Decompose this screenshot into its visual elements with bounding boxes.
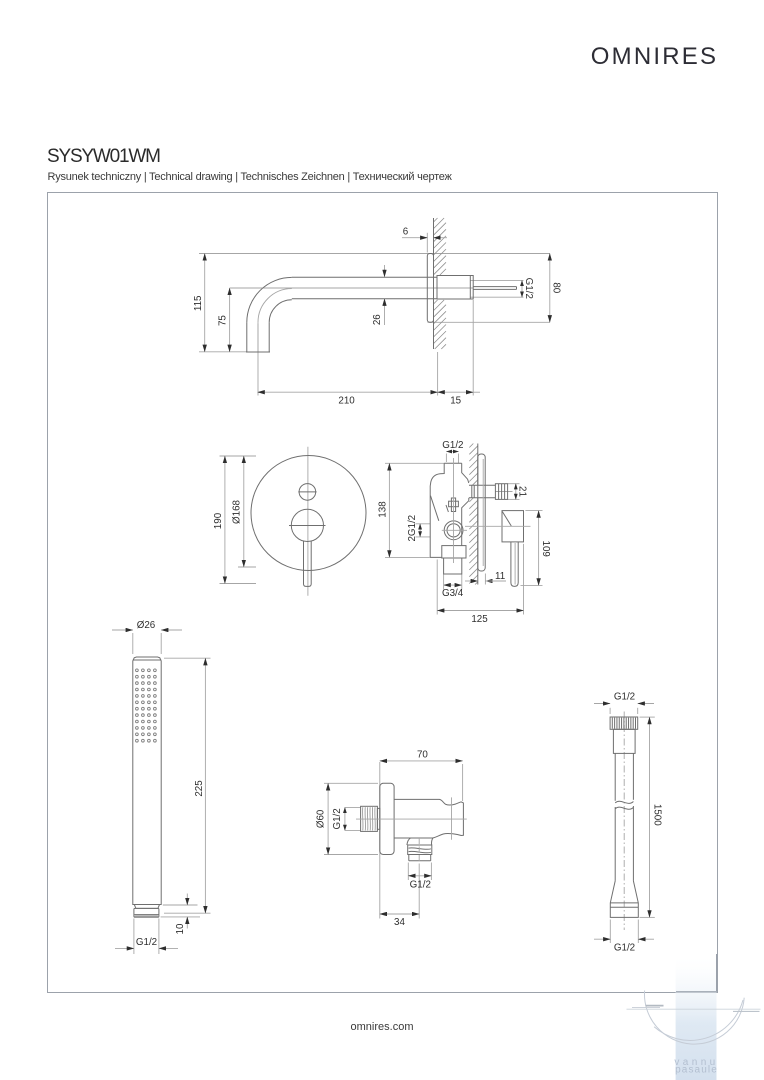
svg-text:G1/2: G1/2	[410, 879, 431, 890]
svg-text:26: 26	[372, 314, 383, 325]
svg-text:G1/2: G1/2	[614, 942, 635, 953]
svg-text:10: 10	[175, 923, 186, 934]
svg-text:34: 34	[394, 917, 405, 928]
svg-text:75: 75	[217, 315, 228, 326]
svg-text:G1/2: G1/2	[332, 808, 343, 829]
svg-text:6: 6	[403, 226, 409, 237]
svg-text:109: 109	[540, 541, 551, 557]
svg-text:190: 190	[213, 512, 224, 529]
svg-text:vannu: vannu	[674, 1057, 718, 1068]
svg-text:225: 225	[194, 780, 205, 797]
svg-text:125: 125	[471, 614, 488, 625]
svg-text:115: 115	[193, 295, 204, 311]
svg-text:138: 138	[377, 501, 388, 518]
svg-text:210: 210	[338, 395, 355, 406]
svg-text:2G1/2: 2G1/2	[407, 515, 418, 542]
svg-text:Ø26: Ø26	[137, 620, 156, 631]
svg-text:80: 80	[550, 282, 561, 293]
svg-text:Ø168: Ø168	[232, 499, 243, 524]
svg-text:1500: 1500	[651, 804, 662, 826]
svg-text:G3/4: G3/4	[442, 588, 464, 599]
svg-text:70: 70	[417, 749, 428, 760]
svg-text:G1/2: G1/2	[523, 278, 534, 299]
svg-text:G1/2: G1/2	[136, 937, 157, 948]
svg-text:G1/2: G1/2	[442, 440, 463, 451]
svg-text:11: 11	[495, 571, 505, 582]
svg-text:pasaule: pasaule	[675, 1065, 718, 1076]
svg-text:Ø60: Ø60	[316, 809, 327, 828]
svg-text:G1/2: G1/2	[614, 691, 635, 702]
svg-text:15: 15	[450, 395, 461, 406]
svg-text:21: 21	[517, 486, 528, 497]
